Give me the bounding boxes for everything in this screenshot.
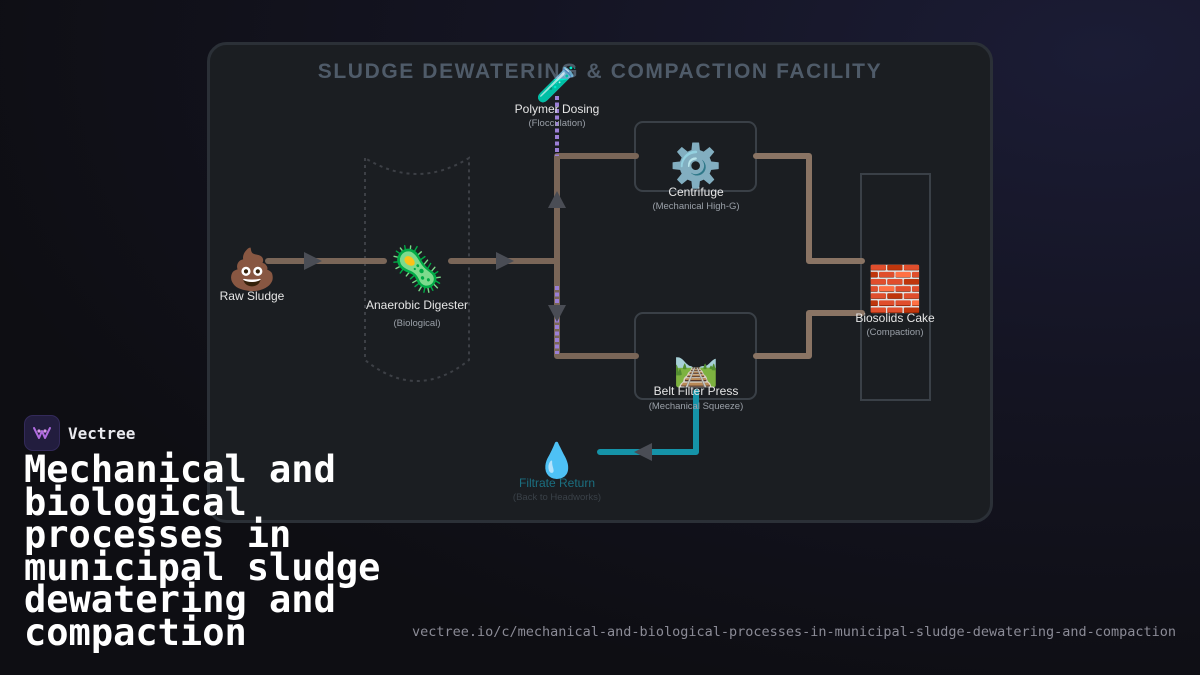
- centrifuge-sublabel: (Mechanical High-G): [652, 201, 739, 212]
- filtrate-return-line: [597, 389, 699, 455]
- flow-arrow: [548, 191, 566, 208]
- digester-tank-outline: [364, 156, 470, 382]
- brand: Vectree: [24, 415, 135, 451]
- digester-sublabel: (Biological): [394, 318, 441, 329]
- flow-arrow: [548, 305, 566, 322]
- page-url[interactable]: vectree.io/c/mechanical-and-biological-p…: [411, 624, 1176, 640]
- pipe-press-to-cake: [753, 310, 865, 359]
- polymer-label: Polymer Dosing: [515, 102, 600, 116]
- pipe-centrifuge-to-cake: [753, 153, 865, 264]
- raw-sludge-label: Raw Sludge: [220, 289, 285, 303]
- brand-name: Vectree: [68, 423, 136, 443]
- gear-icon: ⚙️: [670, 141, 722, 190]
- biosolids-sublabel: (Compaction): [866, 327, 923, 338]
- flow-arrow: [634, 443, 652, 461]
- brick-icon: 🧱: [868, 264, 923, 314]
- filtrate-label: Filtrate Return: [519, 476, 595, 490]
- test-tube-icon: 🧪: [536, 66, 578, 104]
- biosolids-label: Biosolids Cake: [855, 311, 935, 325]
- belt-press-label: Belt Filter Press: [654, 384, 739, 398]
- centrifuge-label: Centrifuge: [668, 185, 724, 199]
- cake-bin-box: [860, 173, 931, 401]
- microbe-icon: 🦠: [390, 244, 445, 294]
- sludge-icon: 💩: [227, 246, 277, 292]
- belt-press-sublabel: (Mechanical Squeeze): [649, 401, 744, 412]
- polymer-sublabel: (Flocculation): [528, 118, 585, 129]
- flow-arrow: [496, 252, 514, 270]
- rail-track-icon: 🛤️: [674, 347, 719, 388]
- filtrate-sublabel: (Back to Headworks): [513, 492, 601, 503]
- droplet-icon: 💧: [536, 441, 578, 480]
- flow-arrow: [304, 252, 322, 270]
- diagram-panel: [207, 42, 993, 523]
- headline: Mechanical and biological processes in m…: [24, 448, 381, 654]
- vectree-logo-icon: [24, 415, 60, 451]
- diagram-title: SLUDGE DEWATERING & COMPACTION FACILITY: [318, 60, 882, 83]
- digester-label: Anaerobic Digester: [366, 298, 468, 312]
